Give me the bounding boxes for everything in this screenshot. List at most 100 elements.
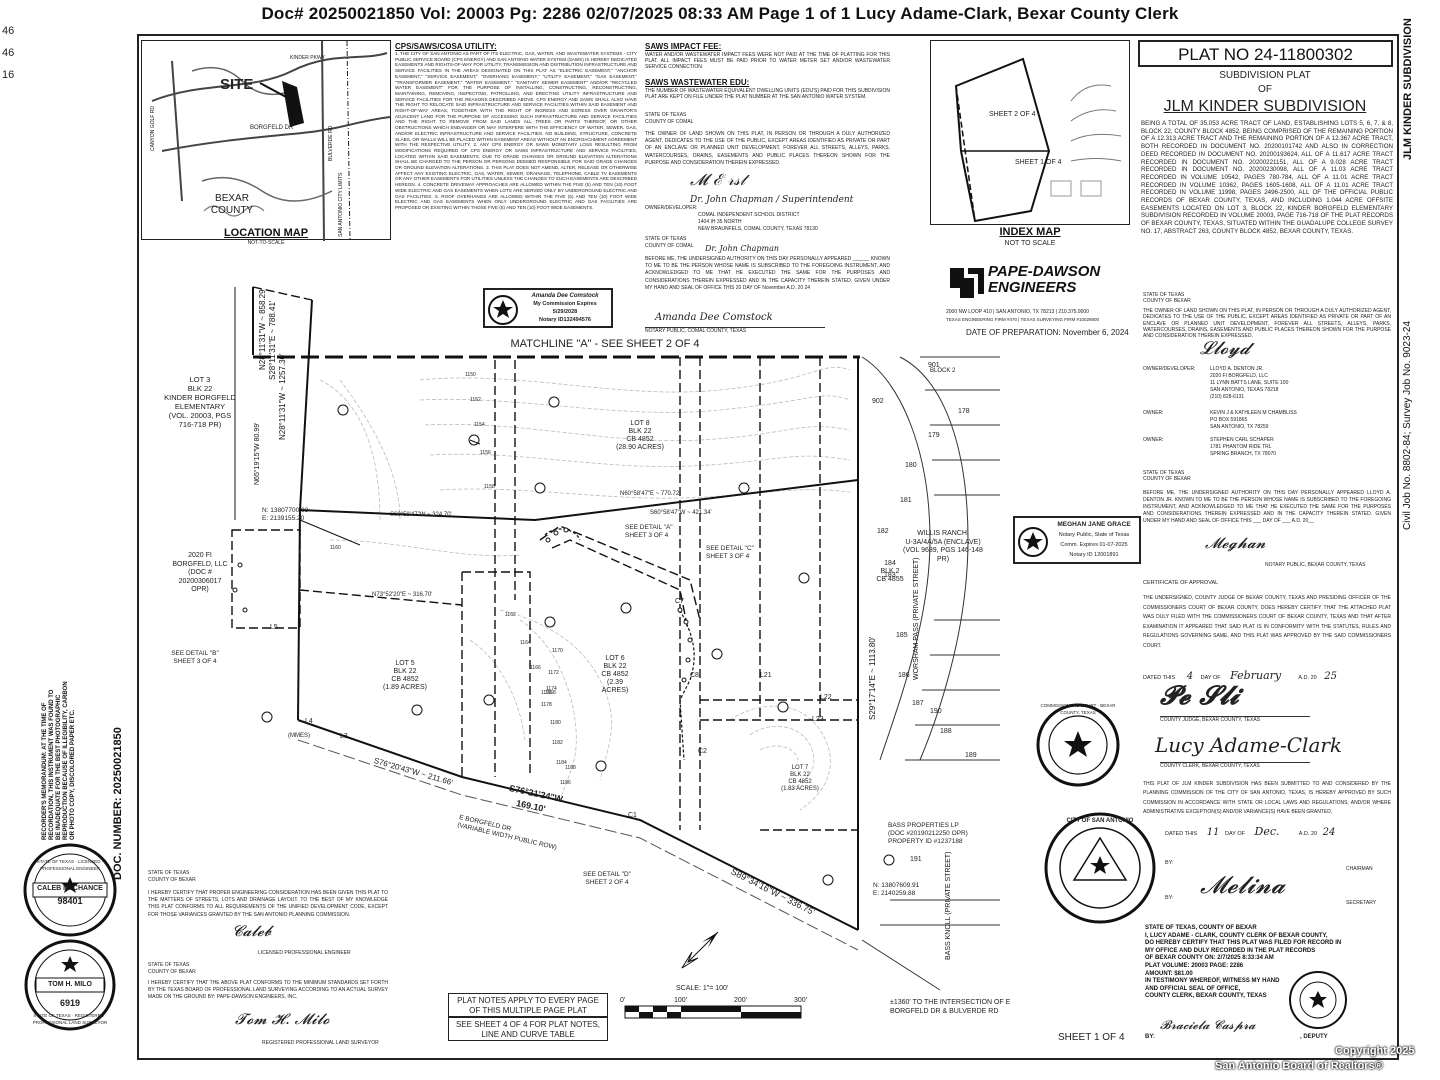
plat-notes-box-a: PLAT NOTES APPLY TO EVERY PAGE OF THIS M… (448, 993, 608, 1017)
comal-owner-label: OWNER/DEVELOPER: (645, 205, 698, 211)
bearing-11: N28°11'31"W ~ 1257.30' (278, 353, 287, 440)
comal-ack: BEFORE ME, THE UNDERSIGNED AUTHORITY ON … (645, 256, 890, 291)
dated-month: February (1230, 669, 1282, 682)
plat-subtitle: SUBDIVISION PLAT (1219, 70, 1311, 81)
surv-state: STATE OF TEXAS (148, 962, 190, 968)
bearing-4: S29°17'14"E ~ 1113.80' (868, 636, 877, 720)
owner2-line: SAN ANTONIO, TX 78259 (1210, 424, 1269, 430)
clerk-cert-line: AND OFFICIAL SEAL OF OFFICE, (1145, 985, 1241, 992)
bearing-12: N65°19'15"W 80.99' (254, 422, 261, 485)
bass-line: (DOC #20190212250 OPR) (888, 830, 968, 837)
bexar-owner3-label: OWNER: (1143, 437, 1164, 443)
comal-entity: COMAL INDEPENDENT SCHOOL DISTRICT (698, 212, 800, 218)
owner1-line: (210) 828-6131 (1210, 394, 1245, 400)
lot6-line: CB 4852 (601, 671, 629, 678)
lot7-line: CB 4852 (788, 779, 812, 785)
bexar-state: STATE OF TEXAS (1143, 292, 1185, 298)
eng-signature: 𝓒𝓪𝓵𝓮𝓫 (232, 922, 272, 940)
pe-seal-number: 98401 (57, 896, 83, 906)
block2-line: CB 4855 (876, 576, 904, 583)
see-b-line: SHEET 3 OF 4 (173, 658, 217, 665)
saws-edu-body: THE NUMBER OF WASTEWATER EQUIVALENT DWEL… (645, 88, 890, 101)
eng-body: I HEREBY CERTIFY THAT PROPER ENGINEERING… (148, 890, 388, 918)
bearing-8: S60°58'47"W ~ 421.34' (650, 510, 712, 516)
lot7-line: LOT 7 (791, 765, 809, 771)
lot-number: 185 (896, 632, 908, 639)
day-of-label: DAY OF (1200, 675, 1221, 681)
lot-number: 182 (877, 528, 889, 535)
county-clerk-seal (1289, 971, 1347, 1029)
block2-line: 184 (884, 560, 896, 567)
willis-line: WILLIS RANCH, (917, 530, 969, 537)
intersection-note: ±1360' TO THE INTERSECTION OF E BORGFELD… (890, 999, 1011, 1015)
see-b-line: SEE DETAIL "B" (171, 650, 219, 657)
stamp-line4: Notary ID 12001891 (1069, 552, 1119, 558)
index-map: SHEET 2 OF 4 SHEET 1 OF 4 (930, 40, 1130, 225)
line-label: L5 (270, 624, 278, 631)
index-map-drawing (954, 57, 1122, 223)
plat-number-box: PLAT NO 24-11800302 (1138, 40, 1393, 67)
notary-star-icon (488, 295, 518, 325)
engineer-name-1: PAPE-DAWSON (988, 263, 1101, 280)
lot-number: 191 (910, 856, 922, 863)
lot7-line: (1.83 ACRES) (781, 786, 819, 792)
line-label: L21 (760, 672, 772, 679)
index-sheet2: SHEET 2 OF 4 (989, 111, 1036, 118)
bearing-6: N60°58'47"E ~ 770.72' (620, 491, 681, 497)
bexar-owner2-label: OWNER: (1143, 410, 1164, 416)
rpls-seal-ring: STATE OF TEXAS · REGISTERED · PROFESSION… (32, 1013, 108, 1025)
scale-label-200: 200' (734, 997, 748, 1004)
deputy-label: , DEPUTY (1300, 1034, 1328, 1040)
plat-notes-b: SEE SHEET 4 OF 4 FOR PLAT NOTES, LINE AN… (455, 1020, 601, 1039)
bass-properties-label: BASS PROPERTIES LP(DOC #20190212250 OPR)… (888, 822, 998, 846)
coord1-line: E: 2139155.20 (262, 515, 305, 522)
eng-state: STATE OF TEXAS (148, 870, 190, 876)
eng-label: LICENSED PROFESSIONAL ENGINEER (258, 950, 351, 956)
dated-day: 4 (1186, 671, 1194, 682)
commissioners-court-seal (1036, 703, 1120, 787)
plat-description: BEING A TOTAL OF 35.053 ACRE TRACT OF LA… (1141, 120, 1393, 235)
bass-line: PROPERTY ID #1237188 (888, 838, 963, 845)
date-of-preparation: DATE OF PREPARATION: November 6, 2024 (966, 328, 1129, 337)
see-a-line: SEE DETAIL "A" (625, 524, 673, 531)
stamp-line2: My Commission Expires (533, 301, 597, 307)
bass-line: BASS PROPERTIES LP (888, 822, 959, 829)
scale-label-0: 0' (620, 997, 626, 1004)
see-detail-a: SEE DETAIL "A"SHEET 3 OF 4 (625, 524, 673, 540)
willis-line: (VOL 9689, PGS 146-148 (903, 547, 983, 554)
surv-body: I HEREBY CERTIFY THAT THE ABOVE PLAT CON… (148, 980, 388, 1000)
stamp-line3: 5/29/2028 (552, 309, 578, 315)
comal-dedication: THE OWNER OF LAND SHOWN ON THIS PLAT, IN… (645, 131, 890, 166)
cps-notes-body: 1. THE CITY OF SAN ANTONIO AS PART OF IT… (395, 51, 637, 210)
city-seal-text: CITY OF SAN ANTONIO (1066, 818, 1134, 824)
coord1-line: N: 13807700.93 (262, 507, 309, 514)
matchline-label: MATCHLINE "A" - SEE SHEET 2 OF 4 (450, 338, 760, 350)
elevation-label: 1154 (474, 422, 485, 428)
index-map-title: INDEX MAP (999, 226, 1061, 238)
borgfeld-llc-line: 20200306017 (178, 577, 222, 585)
city-seal (1044, 812, 1156, 924)
owner3-line: 1781 PHANTOM RIDE TRL (1210, 444, 1272, 450)
plat-number: PLAT NO 24-11800302 (1178, 45, 1353, 64)
block2-header: BLOCK 2 (930, 368, 956, 374)
elevation-label: 1166 (530, 665, 541, 671)
dated-year: 24 (1322, 827, 1336, 838)
elevation-label: 1164 (520, 640, 531, 646)
lot-number: 181 (900, 497, 912, 504)
coord2-line: E: 2140259.88 (873, 890, 916, 897)
elevation-label: 1162 (505, 612, 516, 618)
lot-number: 183 (884, 572, 896, 579)
block2-line: BLK 2 (880, 568, 900, 575)
owner1-line: 11 LYNN BATTS LANE, SUITE 100 (1210, 380, 1289, 386)
dated-day: 11 (1206, 827, 1220, 838)
comal-notary-signature: Amanda Dee Comstock (655, 312, 773, 323)
engineer-name-2: ENGINEERS (988, 279, 1077, 296)
see-d-line: SHEET 2 OF 4 (585, 879, 629, 886)
lot3-line: KINDER BORGFELD (164, 393, 236, 402)
bexar-notary-label: NOTARY PUBLIC, BEXAR COUNTY, TEXAS (1265, 562, 1366, 568)
